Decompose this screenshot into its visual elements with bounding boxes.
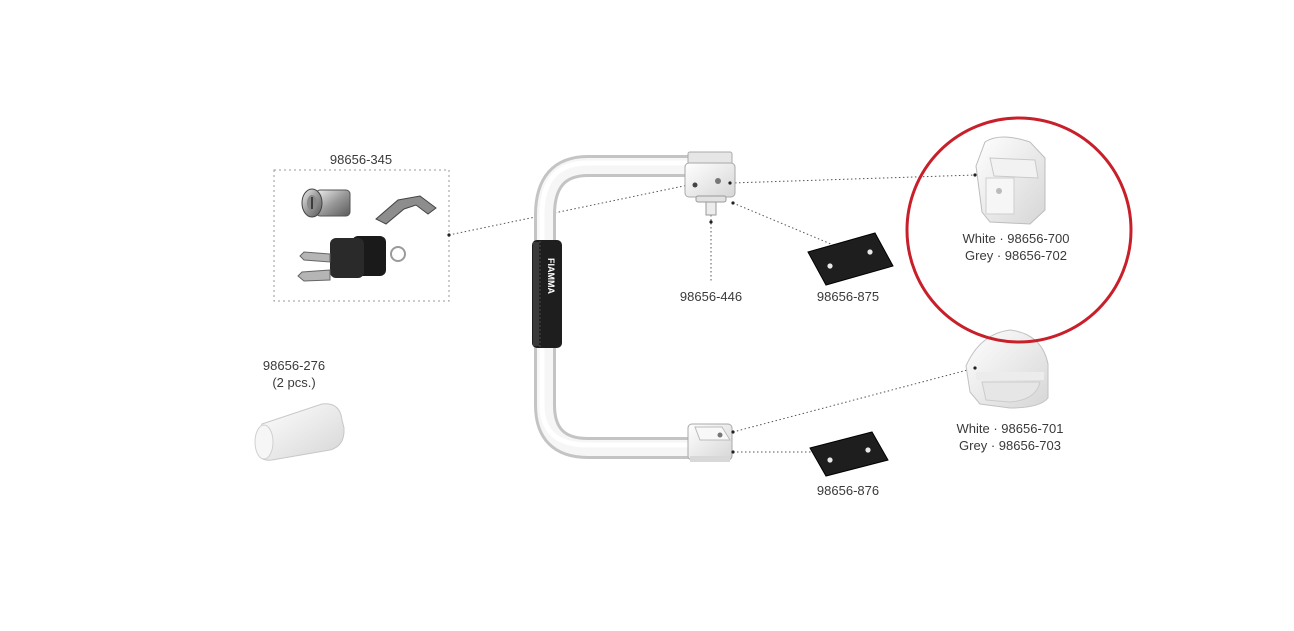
upper-hinge-block: [684, 151, 736, 198]
end-cap: [254, 403, 345, 461]
lock-cam: [375, 195, 437, 225]
lower-bracket: [965, 329, 1049, 409]
highlight-circle: [905, 116, 1133, 344]
end-cap-qty-label: (2 pcs.): [272, 375, 316, 390]
upper-pad-code-label: 98656-875: [816, 289, 880, 304]
end-cap-code-label: 98656-276: [262, 358, 326, 373]
keys: [297, 236, 406, 282]
upper-bracket-grey-label: Grey · 98656-702: [965, 248, 1067, 263]
lower-mounting-pad: [809, 431, 889, 477]
grab-handle: FIAMMA: [532, 155, 695, 459]
lock-cylinder: [301, 188, 351, 218]
pin-code-label: 98656-446: [679, 289, 743, 304]
leader-lines: [448, 174, 976, 453]
lower-bracket-grey-label: Grey · 98656-703: [959, 438, 1061, 453]
handle-brand-logo: FIAMMA: [546, 258, 556, 294]
handle-grip: FIAMMA: [532, 240, 562, 348]
leader-dots: [447, 173, 977, 454]
locking-pin: [695, 195, 727, 216]
lower-hinge-block: [687, 423, 733, 462]
upper-bracket-white-label: White · 98656-700: [962, 231, 1070, 246]
lock-kit-box: [273, 169, 450, 302]
lock-kit-code-label: 98656-345: [329, 152, 393, 167]
upper-bracket: [975, 136, 1046, 225]
lower-bracket-white-label: White · 98656-701: [956, 421, 1064, 436]
lower-pad-code-label: 98656-876: [816, 483, 880, 498]
upper-mounting-pad: [807, 232, 894, 286]
